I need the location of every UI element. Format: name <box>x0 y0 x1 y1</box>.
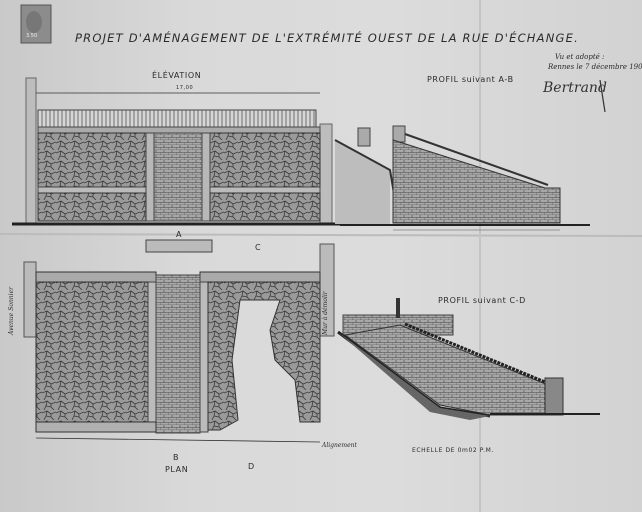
stamp-value: 3.50 <box>26 33 38 39</box>
elevation-label: ÉLÉVATION <box>152 71 202 80</box>
profile-cd-view <box>337 298 600 420</box>
alignment-note: Alignement <box>322 442 357 449</box>
street-note: Avenue Sonnier <box>8 286 15 335</box>
profile-ab-label: PROFIL suivant A-B <box>427 75 514 84</box>
profile-cd-label: PROFIL suivant C-D <box>438 296 526 305</box>
elevation-view <box>12 77 340 226</box>
plan-label: PLAN <box>165 465 189 474</box>
approval-line-1: Vu et adopté : <box>555 53 605 61</box>
signature-flourish <box>599 79 606 113</box>
wall-note: Mur à démolir <box>322 291 329 335</box>
drawing-title: PROJET D'AMÉNAGEMENT DE L'EXTRÉMITÉ OUES… <box>75 31 579 45</box>
fold-line <box>0 233 642 237</box>
marker-d: D <box>248 462 255 471</box>
approval-line-2: Rennes le 7 décembre 1902. <box>548 63 642 71</box>
marker-b: B <box>173 453 180 462</box>
signature: Bertrand <box>543 80 607 96</box>
stamp-portrait <box>26 11 42 33</box>
profile-ab-view <box>334 125 590 231</box>
marker-c: C <box>255 243 262 252</box>
marker-a: A <box>176 230 183 239</box>
dimension-label: 17,00 <box>176 85 194 91</box>
scale-label: ECHELLE DE 0m02 P.M. <box>412 447 494 454</box>
plan-view <box>23 239 335 443</box>
